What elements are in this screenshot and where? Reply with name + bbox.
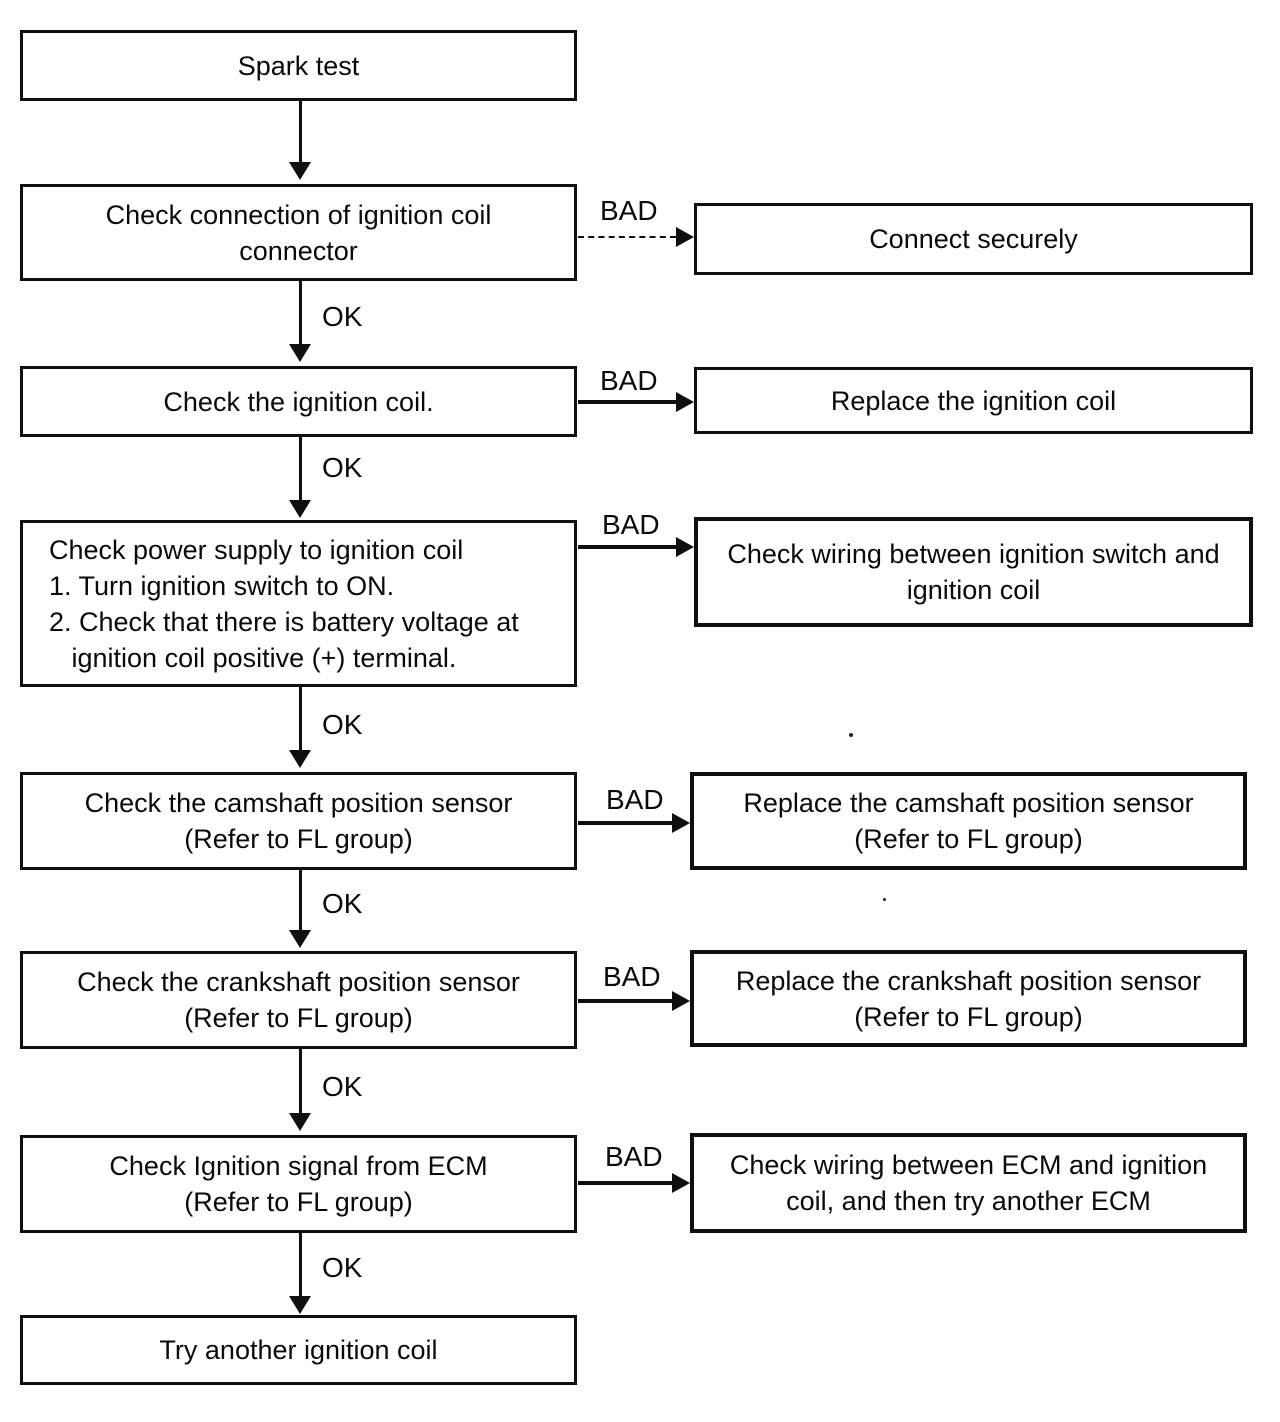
bad-arrowhead-3	[676, 537, 694, 557]
arrowhead-down-6	[289, 1113, 311, 1131]
ok-label-3: OK	[322, 709, 363, 740]
ok-label-1: OK	[322, 301, 363, 332]
ok-label-6: OK	[322, 1252, 363, 1283]
step-check-ignition-coil: Check the ignition coil.	[20, 366, 577, 437]
arrowhead-down-2	[289, 344, 311, 362]
arrow-line-down-6	[299, 1049, 302, 1114]
remedy-replace-ignition-coil: Replace the ignition coil	[694, 367, 1253, 434]
bad-arrow-line-5	[578, 999, 672, 1003]
remedy-connect-securely: Connect securely	[694, 203, 1253, 275]
bad-arrowhead-4	[672, 813, 690, 833]
bad-arrow-line-3	[578, 545, 676, 549]
arrow-line-down-4	[299, 687, 302, 751]
step-check-power-supply: Check power supply to ignition coil 1. T…	[20, 520, 577, 687]
remedy-replace-camshaft-sensor: Replace the camshaft position sensor (Re…	[690, 772, 1247, 870]
bad-arrow-line-4	[578, 821, 672, 825]
arrow-line-down-5	[299, 870, 302, 931]
bad-arrow-line-2	[578, 400, 676, 404]
step-try-another-coil: Try another ignition coil	[20, 1315, 577, 1385]
bad-label-1: BAD	[600, 195, 658, 226]
step-spark-test: Spark test	[20, 30, 577, 101]
ok-label-5: OK	[322, 1071, 363, 1102]
arrowhead-down-4	[289, 750, 311, 768]
bad-arrowhead-2	[676, 392, 694, 412]
arrowhead-down-5	[289, 930, 311, 948]
step-check-camshaft-sensor: Check the camshaft position sensor (Refe…	[20, 772, 577, 870]
remedy-check-wiring-switch: Check wiring between ignition switch and…	[694, 517, 1253, 627]
bad-label-3: BAD	[602, 509, 660, 540]
arrowhead-down-7	[289, 1296, 311, 1314]
ok-label-2: OK	[322, 452, 363, 483]
scan-speck	[883, 898, 886, 901]
arrowhead-down-3	[289, 500, 311, 518]
step-check-crankshaft-sensor: Check the crankshaft position sensor (Re…	[20, 951, 577, 1049]
arrow-line-down-2	[299, 281, 302, 345]
arrow-line-down-1	[299, 101, 302, 163]
bad-arrow-line-1	[578, 236, 676, 238]
scan-speck	[849, 733, 853, 737]
step-check-connection: Check connection of ignition coil connec…	[20, 184, 577, 281]
bad-label-2: BAD	[600, 365, 658, 396]
ok-label-4: OK	[322, 888, 363, 919]
bad-label-6: BAD	[605, 1141, 663, 1172]
bad-arrowhead-6	[672, 1173, 690, 1193]
bad-arrowhead-5	[672, 991, 690, 1011]
bad-arrow-line-6	[578, 1181, 672, 1185]
step-check-ecm-signal: Check Ignition signal from ECM (Refer to…	[20, 1135, 577, 1233]
arrow-line-down-7	[299, 1233, 302, 1297]
remedy-check-wiring-ecm: Check wiring between ECM and ignition co…	[690, 1133, 1247, 1233]
bad-label-4: BAD	[606, 784, 664, 815]
remedy-replace-crankshaft-sensor: Replace the crankshaft position sensor (…	[690, 950, 1247, 1047]
bad-arrowhead-1	[676, 227, 694, 247]
arrow-line-down-3	[299, 437, 302, 501]
arrowhead-down-1	[289, 162, 311, 180]
bad-label-5: BAD	[603, 961, 661, 992]
